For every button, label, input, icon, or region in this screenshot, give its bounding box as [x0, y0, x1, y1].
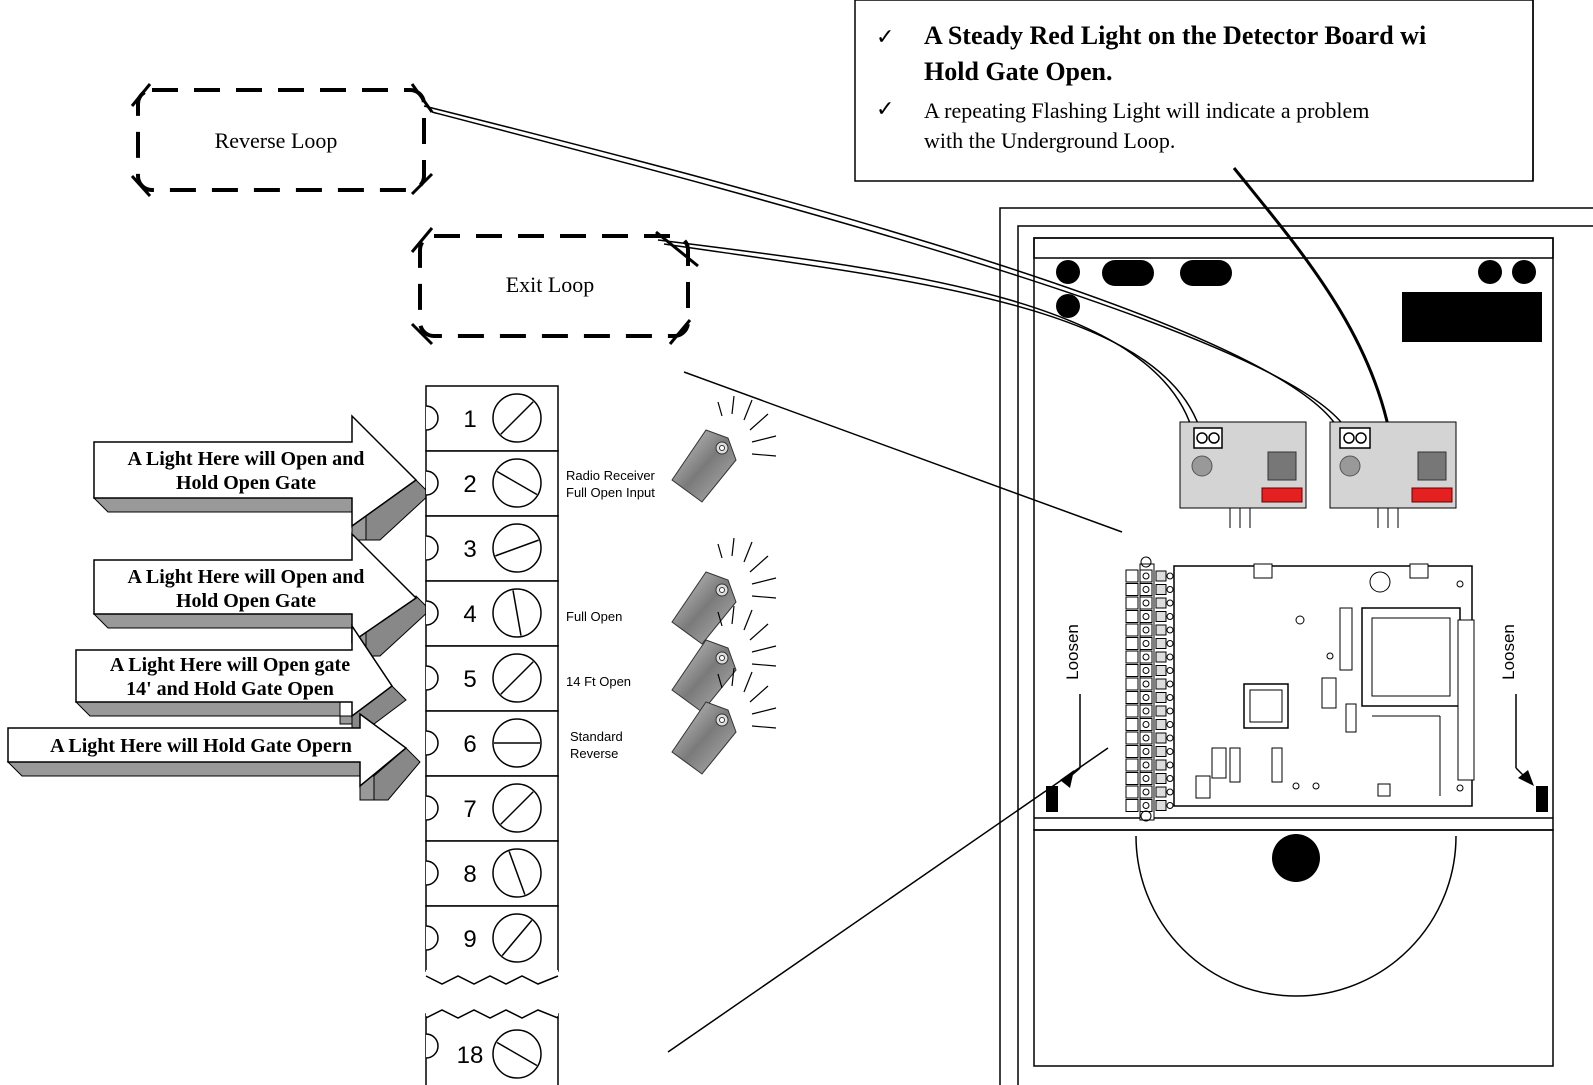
arrow-4: A Light Here will Hold Gate Opern: [6, 712, 421, 801]
loosen-right-label: Loosen: [1499, 624, 1518, 680]
loop-wires: [423, 105, 1402, 1053]
board-terminal: [1125, 772, 1174, 785]
arrow-2: A Light Here will Open and Hold Open Gat…: [92, 532, 431, 657]
board-terminal: [1125, 583, 1174, 596]
fourteen-ft-open-label: 14 Ft Open: [566, 674, 631, 689]
board-terminal: [1125, 704, 1174, 718]
arrow-2-line2: Hold Open Gate: [176, 590, 316, 612]
board-terminal: [1125, 637, 1174, 650]
board-terminal: [1125, 650, 1174, 664]
reverse-loop-label: Reverse Loop: [215, 128, 338, 153]
terminal-2: 2: [425, 450, 559, 517]
board-terminal: [1125, 623, 1174, 637]
reverse-label: Reverse: [570, 746, 618, 761]
terminal-number: 6: [463, 731, 476, 758]
full-open-label: Full Open: [566, 609, 622, 624]
led-tag-icon: [671, 667, 777, 775]
terminal-9: 9: [425, 905, 559, 972]
arrow-3-line1: A Light Here will Open gate: [110, 654, 350, 676]
terminal-number: 5: [463, 666, 476, 693]
led-tag-icon: [671, 605, 777, 713]
terminal-strip: 1 2 3 4 5 6 7 8 9 18: [425, 385, 559, 1085]
board-terminal: [1125, 745, 1174, 758]
input-labels: Radio Receiver Full Open Input Full Open…: [566, 468, 656, 761]
callout-bullet1-line1: A Steady Red Light on the Detector Board…: [924, 21, 1426, 50]
callout-bullet2-line2: with the Underground Loop.: [924, 128, 1175, 153]
arrow-3-line2: 14' and Hold Gate Open: [126, 678, 334, 700]
terminal-3: 3: [425, 515, 559, 582]
terminal-number: 1: [463, 406, 476, 433]
callout-bullet2-line1: A repeating Flashing Light will indicate…: [924, 98, 1369, 123]
terminal-4: 4: [425, 580, 559, 647]
exit-loop: Exit Loop: [410, 227, 699, 346]
terminal-number: 3: [463, 536, 476, 563]
terminal-number: 7: [463, 796, 476, 823]
led-tag-icon: [671, 395, 777, 503]
terminal-8: 8: [425, 840, 559, 907]
arrow-2-line1: A Light Here will Open and: [128, 566, 365, 588]
arrow-3: A Light Here will Open gate 14' and Hold…: [74, 623, 407, 731]
led-tag-icon: [671, 537, 777, 645]
arrow-1-line1: A Light Here will Open and: [128, 448, 365, 470]
callout-bullet1-line2: Hold Gate Open.: [924, 57, 1113, 86]
board-terminal: [1125, 718, 1174, 731]
board-terminal: [1125, 785, 1174, 799]
terminal-number: 4: [463, 601, 476, 628]
board-terminal: [1125, 569, 1174, 583]
radio-receiver-label: Radio Receiver: [566, 468, 656, 483]
terminal-number: 2: [463, 471, 476, 498]
led-tags: [671, 395, 777, 775]
terminal-number: 18: [457, 1042, 484, 1069]
board-terminal: [1125, 691, 1174, 704]
arrow-1-line2: Hold Open Gate: [176, 472, 316, 494]
terminal-7: 7: [425, 775, 559, 842]
standard-label: Standard: [570, 729, 623, 744]
loosen-left-label: Loosen: [1063, 624, 1082, 680]
check-icon: ✓: [876, 96, 894, 121]
arrow-1: A Light Here will Open and Hold Open Gat…: [92, 414, 431, 544]
terminal-5: 5: [425, 645, 559, 712]
loop-detector-exit: [1179, 421, 1307, 528]
board-terminal: [1125, 677, 1174, 691]
callout-box: ✓ A Steady Red Light on the Detector Boa…: [854, 0, 1534, 182]
board-terminal: [1125, 664, 1174, 677]
board-terminal: [1125, 596, 1174, 610]
board-terminal: [1125, 758, 1174, 772]
board-terminal: [1125, 610, 1174, 623]
detector-red-light: [1411, 487, 1453, 503]
terminal-number: 8: [463, 861, 476, 888]
full-open-input-label: Full Open Input: [566, 485, 655, 500]
board-terminal: [1125, 731, 1174, 745]
terminal-number: 9: [463, 926, 476, 953]
board-terminal: [1125, 799, 1174, 812]
exit-loop-label: Exit Loop: [506, 272, 595, 297]
operator-panel: Loosen Loosen: [999, 207, 1593, 1085]
check-icon: ✓: [876, 24, 894, 49]
reverse-loop: Reverse Loop: [130, 83, 434, 198]
arrow-4-label: A Light Here will Hold Gate Opern: [50, 735, 352, 757]
detector-red-light: [1261, 487, 1303, 503]
terminal-1: 1: [425, 385, 559, 452]
terminal-6: 6: [425, 710, 559, 777]
terminal-18: 18: [425, 1013, 559, 1085]
control-board: [1125, 556, 1475, 822]
loop-detector-reverse: [1329, 421, 1457, 528]
